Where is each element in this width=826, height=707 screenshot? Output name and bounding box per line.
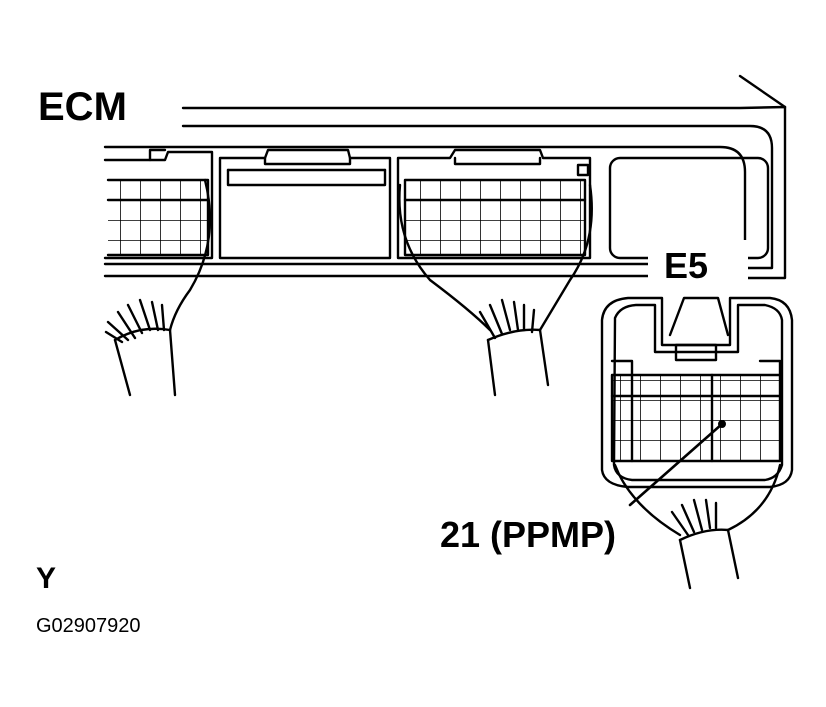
ecm-connector-middle — [218, 148, 392, 260]
pin-21-leader-line — [628, 422, 724, 507]
connector-e5-label: E5 — [664, 245, 708, 286]
ecm-label: ECM — [38, 85, 127, 129]
connector-e5 — [600, 296, 794, 489]
wire-harness-e5 — [613, 463, 782, 590]
wire-harness-left — [104, 178, 212, 397]
ecm-connector-right — [396, 148, 592, 260]
wire-harness-middle — [398, 183, 593, 397]
pin-21-label: 21 (PPMP) — [440, 514, 616, 555]
ecm-housing — [103, 74, 787, 280]
view-label: Y — [36, 562, 56, 595]
figure-id: G02907920 — [36, 615, 141, 637]
e5-label-backing — [648, 240, 748, 282]
pin-21-marker — [718, 420, 726, 428]
ecm-connector-left — [103, 148, 214, 260]
